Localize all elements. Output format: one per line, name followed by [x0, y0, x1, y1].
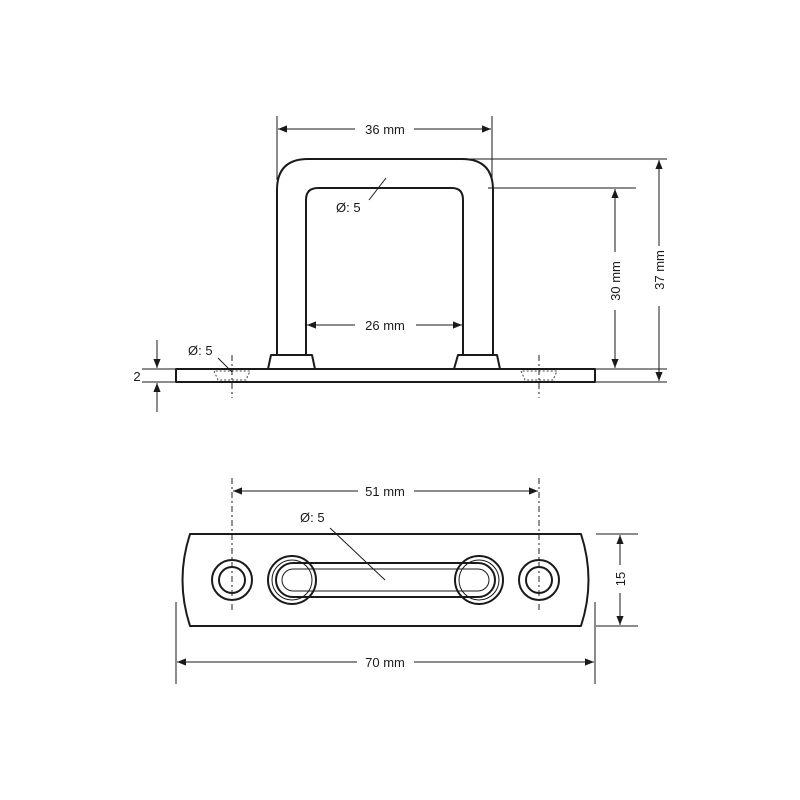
dim-hole-diameter: Ø: 5: [188, 343, 213, 358]
dim-plate-length: 70 mm: [365, 655, 405, 670]
base-plate: [175, 368, 596, 383]
weld-ring-left-inner: [271, 559, 313, 601]
side-view: 36 mm 26 mm Ø: 5 30 mm 37 mm 2 Ø: 5: [133, 116, 667, 412]
weld-foot-right: [453, 354, 501, 370]
hole-hidden-right: [520, 370, 558, 381]
weld-ring-right-inner: [458, 559, 500, 601]
dim-inner-width: 26 mm: [365, 318, 405, 333]
weld-foot-left: [267, 354, 316, 370]
leader-hole-diameter: [217, 357, 233, 373]
dim-hole-spacing: 51 mm: [365, 484, 405, 499]
u-bracket-inner: [305, 187, 464, 355]
wire-loop-inner: [281, 568, 490, 592]
weld-ring-left-outer: [267, 555, 317, 605]
dim-plate-width: 15: [613, 572, 628, 586]
top-view: 51 mm Ø: 5 15 70 mm: [175, 478, 638, 684]
dim-top-wire-diameter: Ø: 5: [300, 510, 325, 525]
leader-wire-diameter: [368, 177, 387, 201]
dim-wire-diameter: Ø: 5: [336, 200, 361, 215]
hole-hidden-left: [213, 370, 251, 381]
wire-loop-outer: [275, 562, 496, 598]
dim-width-top: 36 mm: [365, 122, 405, 137]
dim-plate-thickness: 2: [133, 369, 140, 384]
dim-total-height: 37 mm: [652, 250, 667, 290]
u-bracket-outer: [276, 158, 494, 355]
plate-outline: [181, 533, 590, 627]
leader-top-wire-diameter: [329, 527, 386, 581]
dim-inner-height: 30 mm: [608, 261, 623, 301]
weld-ring-right-outer: [454, 555, 504, 605]
